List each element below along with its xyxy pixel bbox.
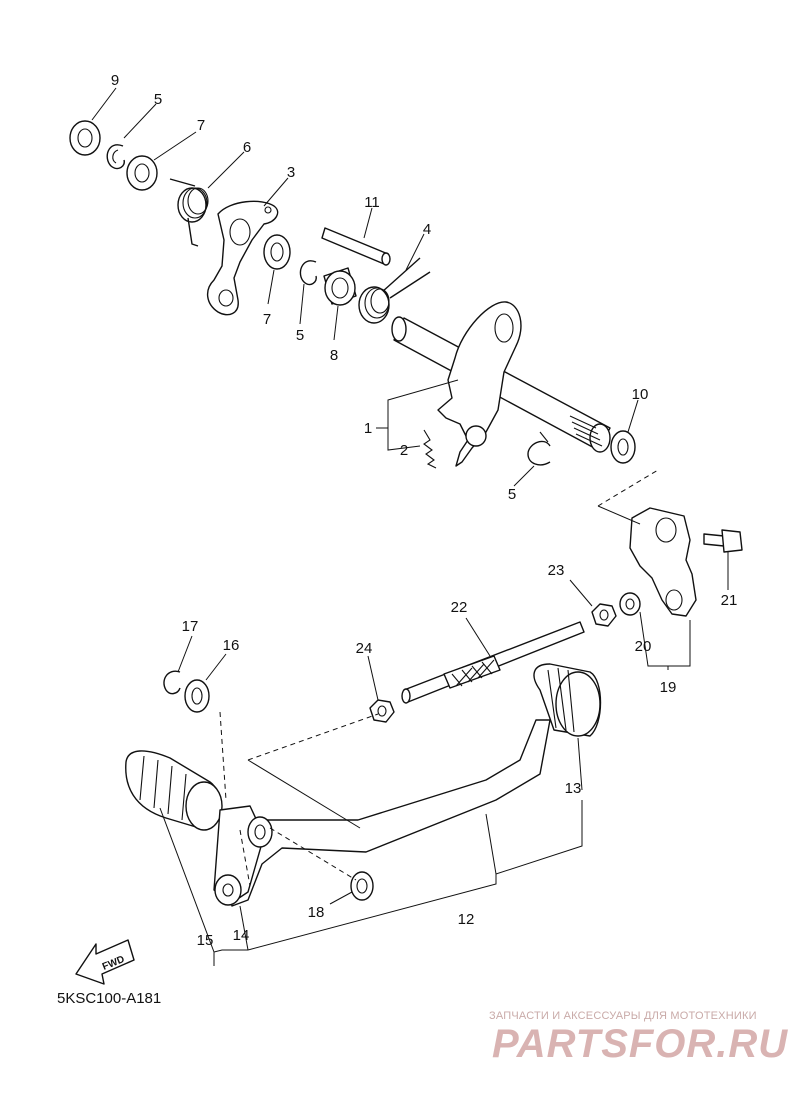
callout-8: 8 xyxy=(330,347,338,364)
callout-4: 4 xyxy=(423,221,431,238)
callout-20: 20 xyxy=(635,638,652,655)
part-18-washer xyxy=(350,871,374,901)
callout-5-upper: 5 xyxy=(154,91,162,108)
part-7-washer-mid xyxy=(263,234,291,270)
callout-9: 9 xyxy=(111,72,119,89)
callout-24: 24 xyxy=(356,640,373,657)
part-23-nut xyxy=(591,603,617,627)
part-19-shift-arm-assembly xyxy=(629,507,697,617)
part-17-circlip xyxy=(163,670,181,695)
part-6-torsion-spring xyxy=(169,178,209,247)
part-3-stopper-lever xyxy=(207,200,279,316)
callout-23: 23 xyxy=(548,562,565,579)
part-16-washer xyxy=(184,679,210,713)
callout-13: 13 xyxy=(565,780,582,797)
part-1-shift-shaft xyxy=(391,301,611,467)
part-12-shift-pedal xyxy=(225,663,602,907)
callout-5-lower: 5 xyxy=(508,486,516,503)
part-24-nut xyxy=(369,699,395,723)
callout-1: 1 xyxy=(364,420,372,437)
part-22-shift-rod xyxy=(401,621,585,704)
callout-22: 22 xyxy=(451,599,468,616)
fwd-arrow-icon: FWD xyxy=(75,939,135,985)
callout-7-upper: 7 xyxy=(197,117,205,134)
callout-19: 19 xyxy=(660,679,677,696)
part-5-circlip-lower xyxy=(527,431,551,466)
callout-10: 10 xyxy=(632,386,649,403)
callout-21: 21 xyxy=(721,592,738,609)
watermark-tagline: ЗАПЧАСТИ И АКСЕССУАРЫ ДЛЯ МОТОТЕХНИКИ xyxy=(489,1010,757,1022)
callout-5-mid: 5 xyxy=(296,327,304,344)
part-20-joint xyxy=(619,592,641,616)
callout-17: 17 xyxy=(182,618,199,635)
part-14-pedal-arm xyxy=(213,805,273,906)
part-21-bolt xyxy=(703,529,743,553)
callout-3: 3 xyxy=(287,164,295,181)
assembly-lines xyxy=(219,469,659,887)
catalog-code: 5KSC100-A181 xyxy=(57,990,162,1007)
callout-15: 15 xyxy=(197,932,214,949)
callout-12: 12 xyxy=(458,911,475,928)
callout-2: 2 xyxy=(400,442,408,459)
part-5-circlip-mid xyxy=(299,260,317,286)
part-4-return-spring xyxy=(358,257,431,324)
callout-14: 14 xyxy=(233,927,250,944)
part-7-washer-upper xyxy=(126,155,158,191)
part-5-circlip-upper xyxy=(106,144,125,170)
part-9-washer xyxy=(69,120,101,156)
part-2-spring xyxy=(423,429,437,469)
callout-7-mid: 7 xyxy=(263,311,271,328)
callouts: 9 5 7 6 3 7 5 8 11 4 1 2 5 10 21 23 20 1… xyxy=(111,72,738,949)
watermark-logo: PARTSFOR.RU xyxy=(492,1022,789,1066)
part-8-collar xyxy=(323,267,357,306)
part-11-pin xyxy=(321,227,391,266)
part-15-pedal-rubber xyxy=(125,750,223,831)
callout-18: 18 xyxy=(308,904,325,921)
callout-16: 16 xyxy=(223,637,240,654)
callout-6: 6 xyxy=(243,139,251,156)
callout-11: 11 xyxy=(364,194,380,211)
part-10-washer xyxy=(610,430,636,464)
leader-lines xyxy=(91,87,729,966)
